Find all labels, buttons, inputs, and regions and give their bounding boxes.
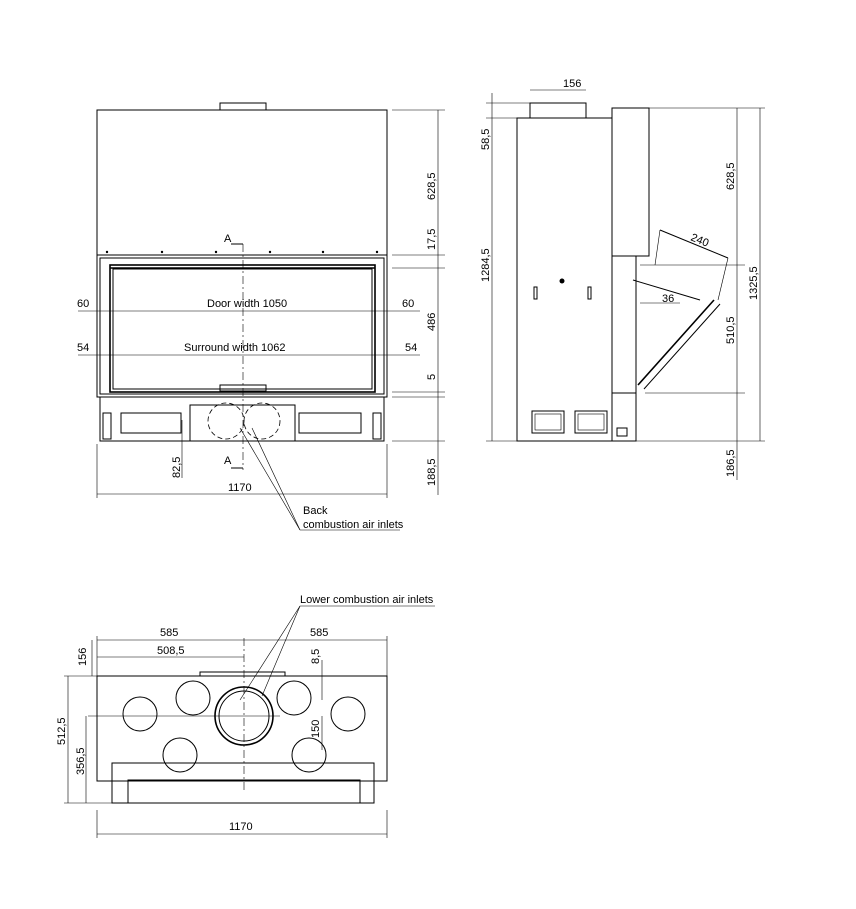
top-lower-inlets-label: Lower combustion air inlets — [300, 594, 434, 606]
side-height-door: 510,5 — [725, 316, 737, 344]
front-left-surround-offset: 54 — [77, 342, 89, 354]
front-base — [99, 396, 385, 442]
top-top-depth: 156 — [77, 648, 89, 666]
front-right-surround-offset: 54 — [405, 342, 417, 354]
top-inlet-right — [330, 696, 366, 732]
top-depth-total: 512,5 — [56, 717, 68, 745]
front-foot-right — [372, 412, 382, 440]
top-left-span: 585 — [160, 627, 178, 639]
front-surround-width-label: Surround width 1062 — [184, 342, 286, 354]
front-overall-width: 1170 — [228, 482, 252, 494]
front-view: A A Door width 1050 60 60 Surround width… — [77, 102, 445, 531]
front-flue-collar — [219, 102, 267, 111]
top-inlet-left-rear — [175, 680, 211, 716]
side-foot-detail — [616, 427, 628, 437]
front-height-gap: 5 — [426, 374, 438, 380]
front-top-housing — [96, 109, 388, 256]
front-back-inlet-left — [207, 402, 245, 440]
side-diagonal-dim — [659, 229, 729, 259]
front-section-marker-top: A — [224, 233, 232, 245]
front-height-bottom: 188,5 — [426, 458, 438, 486]
side-diagonal: 240 — [689, 232, 711, 250]
top-view: Lower combustion air inlets 585 585 508,… — [56, 594, 435, 838]
top-inlet-left — [122, 696, 158, 732]
front-back-inlets-label-line2: combustion air inlets — [303, 519, 404, 531]
front-screw-dots — [105, 250, 379, 254]
top-inner-span: 508,5 — [157, 645, 185, 657]
front-height-frame: 17,5 — [426, 229, 438, 250]
front-frame-inner — [99, 257, 385, 395]
side-height-bottom: 186,5 — [725, 449, 737, 477]
side-center-point — [559, 278, 565, 284]
front-inlet-box — [189, 404, 296, 442]
front-foot-left — [102, 412, 112, 440]
front-left-door-offset: 60 — [77, 298, 89, 310]
side-flue-collar — [529, 102, 587, 119]
side-angle: 36 — [662, 293, 674, 305]
front-section-marker-bottom: A — [224, 455, 232, 467]
front-height-door: 486 — [426, 313, 438, 331]
top-inlet-diameter: 150 — [310, 720, 322, 738]
side-door — [611, 255, 637, 394]
top-body — [96, 675, 388, 782]
front-door-glass — [109, 264, 376, 393]
front-back-inlet-right — [243, 402, 281, 440]
front-base-slot-right — [298, 412, 362, 434]
side-vent-right — [574, 410, 608, 434]
top-inlet-left-front — [162, 737, 198, 773]
front-base-offset: 82,5 — [171, 457, 183, 478]
side-view: 240 36 156 58,5 1284,5 628,5 1325,5 510,… — [480, 78, 765, 480]
top-inlet-right-front — [291, 737, 327, 773]
front-glass-inner — [112, 268, 373, 390]
top-depth-rear: 356,5 — [75, 747, 87, 775]
front-base-slot-left — [120, 412, 182, 434]
top-right-span: 585 — [310, 627, 328, 639]
side-height-total-left: 1284,5 — [480, 248, 492, 282]
front-door-width-label: Door width 1050 — [207, 298, 287, 310]
side-door-arm — [637, 299, 715, 386]
top-small-offset: 8,5 — [310, 649, 322, 664]
top-base — [111, 762, 375, 804]
side-top-width: 156 — [563, 78, 581, 90]
side-height-total-right: 1325,5 — [748, 266, 760, 300]
side-vent-left — [531, 410, 565, 434]
front-height-top: 628,5 — [426, 172, 438, 200]
side-height-top: 628,5 — [725, 162, 737, 190]
side-front-top — [611, 107, 650, 257]
front-right-door-offset: 60 — [402, 298, 414, 310]
top-inlet-right-rear — [276, 680, 312, 716]
side-body — [516, 117, 613, 442]
side-top-offset: 58,5 — [480, 129, 492, 150]
side-base — [611, 392, 637, 442]
front-back-inlets-label-line1: Back — [303, 505, 328, 517]
front-frame — [96, 254, 388, 398]
top-overall-width: 1170 — [229, 821, 253, 833]
